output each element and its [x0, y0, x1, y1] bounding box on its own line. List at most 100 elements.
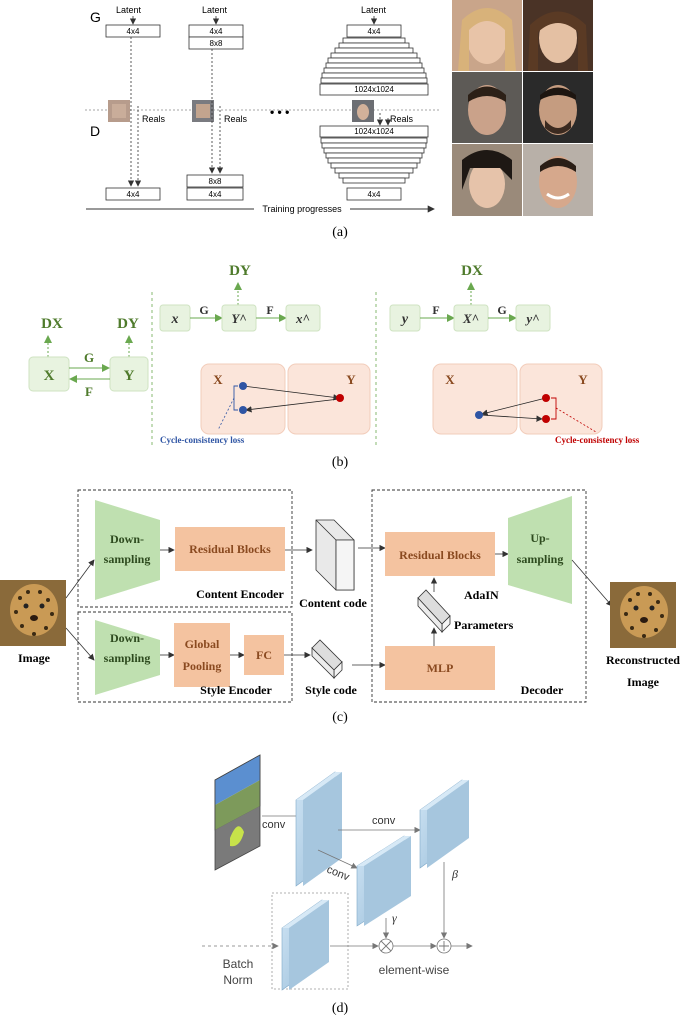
d-block-8x8-stage2-label: 8x8: [209, 177, 222, 186]
ellipsis: • • •: [270, 105, 289, 119]
g-label: G: [90, 9, 101, 25]
svg-text:FC: FC: [256, 648, 272, 662]
latent-label-3: Latent: [361, 5, 387, 15]
conv-label-1: conv: [262, 819, 286, 831]
content-encoder-label: Content Encoder: [196, 587, 284, 601]
g-block-8x8-stage2: [188, 36, 244, 50]
dx-left: DX: [41, 316, 63, 332]
beta-block: [419, 779, 469, 869]
batch-norm-block: [281, 899, 329, 991]
reals-label-2: Reals: [224, 114, 248, 124]
gamma-block: [356, 835, 411, 927]
panel-c: Image Down- sampling Residual Blocks Con…: [0, 489, 680, 725]
segmentation-map: [214, 754, 261, 871]
y-hat-box-right: [515, 304, 551, 332]
svg-text:Down-: Down-: [110, 532, 144, 546]
training-label: Training progresses: [262, 204, 342, 214]
dy-middle: DY: [229, 263, 251, 279]
batch-label-1: Batch: [223, 957, 254, 971]
d-stack-layers: [320, 137, 428, 184]
y-box: [109, 356, 149, 392]
svg-text:x^: x^: [295, 311, 310, 326]
adain-params-cube: [417, 589, 451, 634]
parameters-label: Parameters: [454, 618, 514, 632]
svg-text:X: X: [445, 372, 455, 387]
decoder-residual-blocks: [385, 532, 495, 576]
style-encoder-label: Style Encoder: [200, 683, 272, 697]
d-block-1024-label: 1024x1024: [354, 127, 394, 136]
d-label: D: [90, 123, 100, 139]
latent-label-1: Latent: [116, 5, 142, 15]
content-residual-blocks: [175, 527, 285, 571]
dx-right: DX: [461, 263, 483, 279]
svg-text:y^: y^: [524, 311, 539, 326]
svg-text:X: X: [44, 368, 55, 384]
svg-text:X^: X^: [462, 311, 479, 326]
g-stack-layers: [320, 37, 428, 84]
content-code-label: Content code: [299, 596, 367, 610]
batch-label-2: Norm: [223, 973, 252, 987]
svg-text:F: F: [432, 303, 439, 317]
svg-text:Down-: Down-: [110, 631, 144, 645]
svg-text:x: x: [171, 312, 179, 327]
svg-text:Y^: Y^: [231, 311, 246, 326]
style-code-label: Style code: [305, 683, 357, 697]
input-image: [0, 580, 66, 646]
style-code-cube: [311, 639, 343, 679]
g-arrow-label: G: [84, 350, 94, 365]
svg-text:Residual Blocks: Residual Blocks: [189, 542, 271, 556]
fc-block: [244, 635, 284, 675]
content-code-cube: [315, 519, 355, 591]
g-block-4x4-stage3: [346, 24, 402, 38]
image-label: Image: [18, 651, 51, 665]
g-block-4x4-stage1-label: 4x4: [127, 27, 140, 36]
batch-norm-frame: [271, 892, 349, 990]
shared-feature-block: [295, 771, 342, 887]
x-domain-middle: [200, 363, 286, 435]
svg-text:sampling: sampling: [104, 552, 151, 566]
conv-label-2: conv: [325, 864, 352, 884]
reals-label-1: Reals: [142, 114, 166, 124]
caption-d: (d): [332, 1001, 349, 1016]
d-block-4x4-stage3-label: 4x4: [368, 190, 381, 199]
svg-text:Residual Blocks: Residual Blocks: [399, 548, 481, 562]
adain-label: AdaIN: [464, 588, 499, 602]
svg-text:Y: Y: [578, 372, 588, 387]
dy-left: DY: [117, 316, 139, 332]
caption-a: (a): [332, 225, 348, 240]
g-block-8x8-stage2-label: 8x8: [210, 39, 223, 48]
style-downsample-trap: [95, 620, 160, 695]
svg-text:Pooling: Pooling: [183, 659, 222, 673]
style-encoder-frame: [77, 611, 293, 703]
decoder-frame: [371, 489, 587, 703]
beta-label: β: [451, 867, 458, 881]
svg-text:G: G: [497, 303, 506, 317]
svg-text:X: X: [213, 372, 223, 387]
svg-text:sampling: sampling: [104, 651, 151, 665]
reconstructed-label-1: Reconstructed: [606, 653, 680, 667]
upsample-trap: [508, 496, 572, 604]
g-block-4x4-stage2-label: 4x4: [210, 27, 223, 36]
reals-label-3: Reals: [390, 114, 414, 124]
d-block-1024: [319, 125, 429, 138]
conv-label-3: conv: [372, 815, 396, 827]
y-domain-right: [519, 363, 603, 435]
g-block-1024: [319, 83, 429, 96]
x-hat-box: [285, 304, 321, 332]
y-domain-middle: [287, 363, 371, 435]
content-encoder-frame: [77, 489, 293, 608]
reconstructed-label-2: Image: [627, 675, 660, 689]
x-box: [28, 356, 70, 392]
g-block-4x4-stage3-label: 4x4: [368, 27, 381, 36]
caption-c: (c): [332, 710, 348, 725]
generated-faces-grid: [452, 0, 593, 216]
d-block-4x4-stage2-label: 4x4: [209, 190, 222, 199]
d-block-8x8-stage2: [186, 174, 244, 188]
panel-b: DX DY X Y G F DY x G Y^ F x^ X Y: [28, 263, 640, 470]
svg-text:Y: Y: [124, 368, 135, 384]
g-block-4x4-stage1: [105, 24, 161, 38]
global-pooling-block: [174, 623, 230, 687]
d-block-4x4-stage2: [186, 187, 244, 201]
cycle-loss-left: Cycle-consistency loss: [160, 435, 245, 445]
decoder-label: Decoder: [521, 683, 564, 697]
